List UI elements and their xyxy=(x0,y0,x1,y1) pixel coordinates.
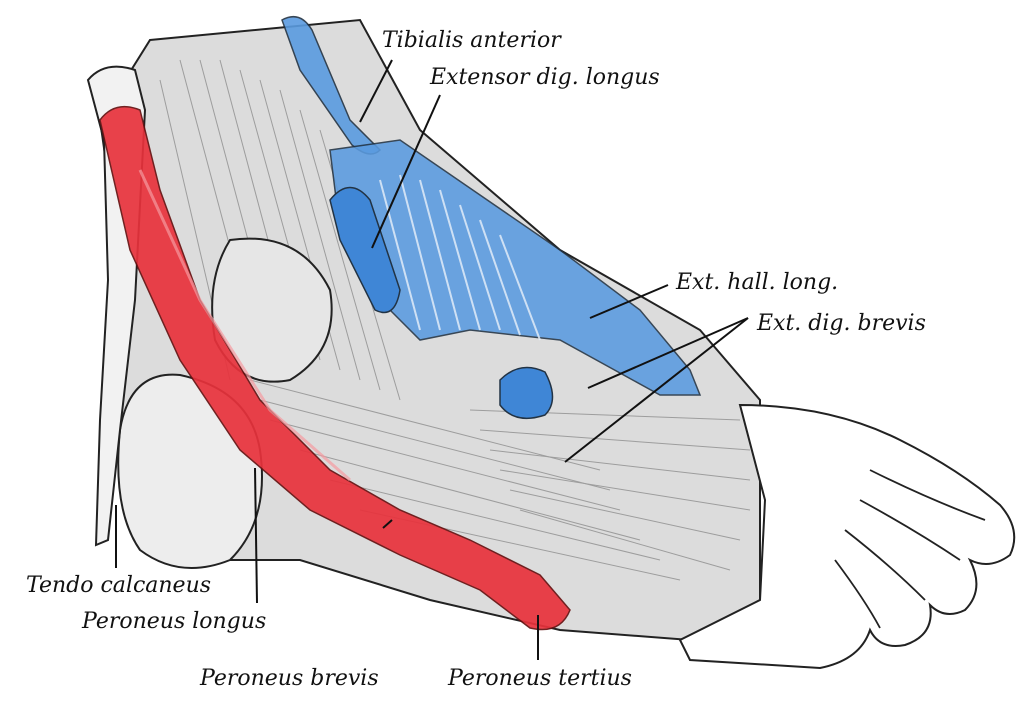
label-peroneus-longus: Peroneus longus xyxy=(82,609,267,634)
leader-lines xyxy=(115,59,749,660)
ext-dig-brevis-muscle xyxy=(499,366,554,420)
malleolus-bone xyxy=(211,237,333,383)
label-ext-hall-long: Ext. hall. long. xyxy=(676,270,839,295)
label-ext-dig-brevis: Ext. dig. brevis xyxy=(757,311,926,336)
extensor-dig-longus-muscle xyxy=(329,186,401,314)
leader-ext-hall-long xyxy=(589,284,669,319)
toe-lines xyxy=(834,469,986,629)
forefoot-outline xyxy=(678,403,1016,670)
leader-extensor-dig-longus xyxy=(371,94,441,249)
label-peroneus-tertius: Peroneus tertius xyxy=(448,666,632,691)
leader-tibialis-anterior xyxy=(359,59,393,123)
label-peroneus-brevis: Peroneus brevis xyxy=(200,666,379,691)
peroneus-highlight xyxy=(138,169,351,482)
label-extensor-dig-longus: Extensor dig. longus xyxy=(430,65,660,90)
leader-ext-dig-brevis-2 xyxy=(564,317,749,463)
leader-peroneus-brevis xyxy=(382,519,393,529)
peroneus-longus-muscle xyxy=(99,105,571,631)
label-tibialis-anterior: Tibialis anterior xyxy=(382,28,561,53)
retinaculum-stripes xyxy=(379,174,541,341)
leader-ext-dig-brevis-1 xyxy=(587,317,749,389)
leader-peroneus-longus xyxy=(254,467,258,604)
label-tendo-calcaneus: Tendo calcaneus xyxy=(26,573,212,598)
